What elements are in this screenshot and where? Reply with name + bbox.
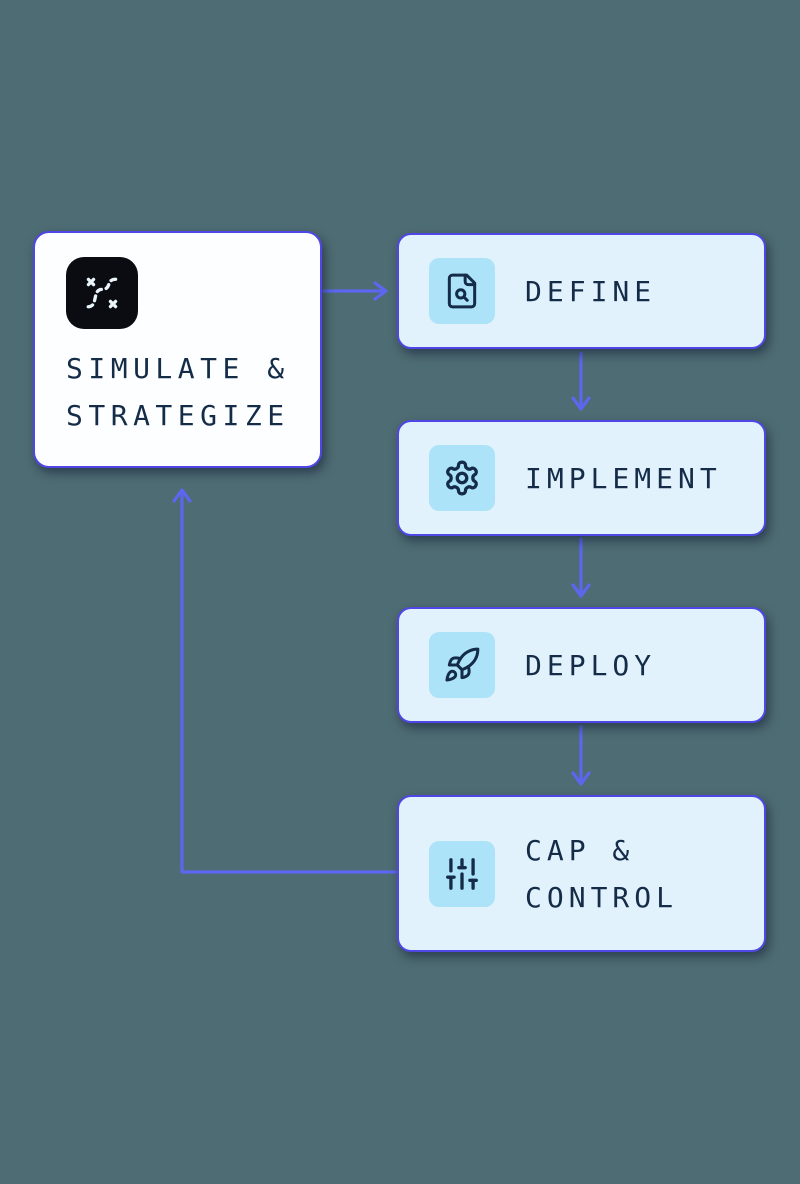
node-cap-control: CAP & CONTROL: [397, 795, 766, 952]
sliders-icon: [429, 840, 495, 907]
arrow-define-to-implement: [571, 351, 591, 411]
node-implement: IMPLEMENT: [397, 420, 766, 536]
arrow-simulate-to-define: [322, 281, 388, 301]
arrow-implement-to-deploy: [571, 537, 591, 598]
node-label: CAP & CONTROL: [525, 833, 679, 914]
arrow-cap-to-simulate: [172, 488, 397, 874]
node-deploy: DEPLOY: [397, 607, 766, 723]
node-define: DEFINE: [397, 233, 766, 349]
node-label: DEPLOY: [525, 648, 657, 682]
gear-icon: [429, 445, 495, 511]
arrow-deploy-to-cap: [571, 725, 591, 786]
node-label: DEFINE: [525, 274, 657, 308]
file-search-icon: [429, 258, 495, 324]
node-simulate-strategize: SIMULATE & STRATEGIZE: [33, 231, 322, 468]
rocket-icon: [429, 632, 495, 698]
strategy-icon: [66, 257, 138, 329]
node-label: IMPLEMENT: [525, 461, 722, 495]
node-label: SIMULATE & STRATEGIZE: [66, 352, 290, 432]
